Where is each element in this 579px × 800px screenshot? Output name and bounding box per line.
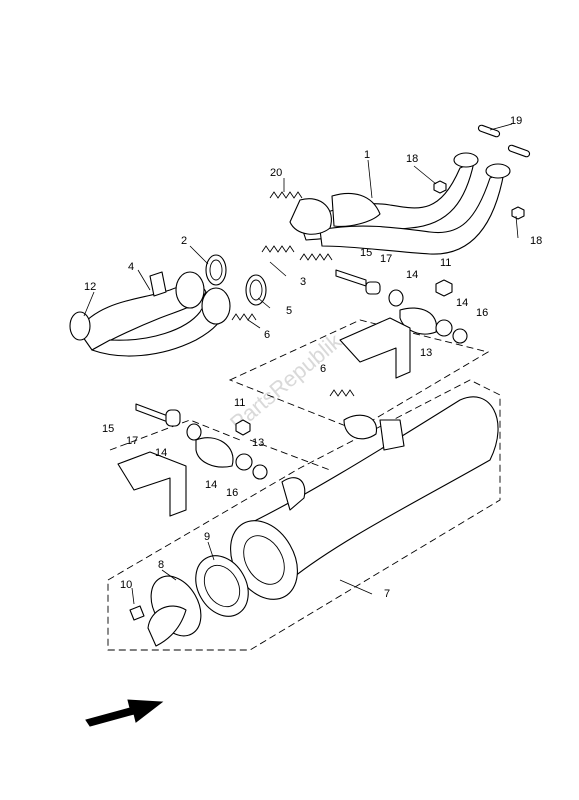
springs-lower — [329, 389, 355, 397]
exhaust-pipe — [289, 152, 511, 255]
callout-14-c: 14 — [155, 447, 167, 459]
callout-3: 3 — [300, 276, 306, 288]
end-cap-assembly — [129, 555, 249, 647]
callout-15-lower: 15 — [102, 423, 114, 435]
callout-15-upper: 15 — [360, 247, 372, 259]
callout-13-lower: 13 — [252, 437, 264, 449]
callout-18-right: 18 — [530, 235, 542, 247]
muffler — [230, 396, 499, 600]
callout-16-lower: 16 — [226, 487, 238, 499]
callout-9: 9 — [204, 531, 210, 543]
callout-11-lower: 11 — [234, 397, 245, 409]
springs-upper — [231, 191, 333, 321]
callout-16-upper: 16 — [476, 307, 488, 319]
callout-2: 2 — [181, 235, 187, 247]
callout-8: 8 — [158, 559, 164, 571]
leader-lines — [83, 123, 519, 605]
callout-5: 5 — [286, 305, 292, 317]
callout-11-upper: 11 — [440, 257, 451, 269]
callout-7: 7 — [384, 588, 390, 600]
gaskets-and-nuts — [433, 124, 531, 220]
callout-14-d: 14 — [205, 479, 217, 491]
upper-bracket-hardware — [335, 269, 468, 379]
assembly-outlines — [107, 319, 501, 651]
callout-10: 10 — [120, 579, 132, 591]
callout-13-upper: 13 — [420, 347, 432, 359]
callout-6-lower: 6 — [320, 363, 326, 375]
callout-18-left: 18 — [406, 153, 418, 165]
callout-6: 6 — [264, 329, 270, 341]
pipe-gaskets — [205, 254, 267, 306]
lower-bracket-hardware — [117, 403, 268, 517]
callout-12: 12 — [84, 281, 96, 293]
callout-19: 19 — [510, 115, 522, 127]
callout-4: 4 — [128, 261, 134, 273]
callout-20: 20 — [270, 167, 282, 179]
callout-17-upper: 17 — [380, 253, 392, 265]
front-pipe-assembly — [69, 271, 231, 357]
callout-labels: 1 2 3 4 5 6 6 7 8 9 10 11 11 12 13 13 14… — [84, 115, 542, 600]
front-direction-arrow-icon — [85, 699, 164, 727]
callout-17-lower: 17 — [126, 435, 138, 447]
callout-14-a: 14 — [406, 269, 418, 281]
callout-14-b: 14 — [456, 297, 468, 309]
callout-1: 1 — [364, 149, 370, 161]
